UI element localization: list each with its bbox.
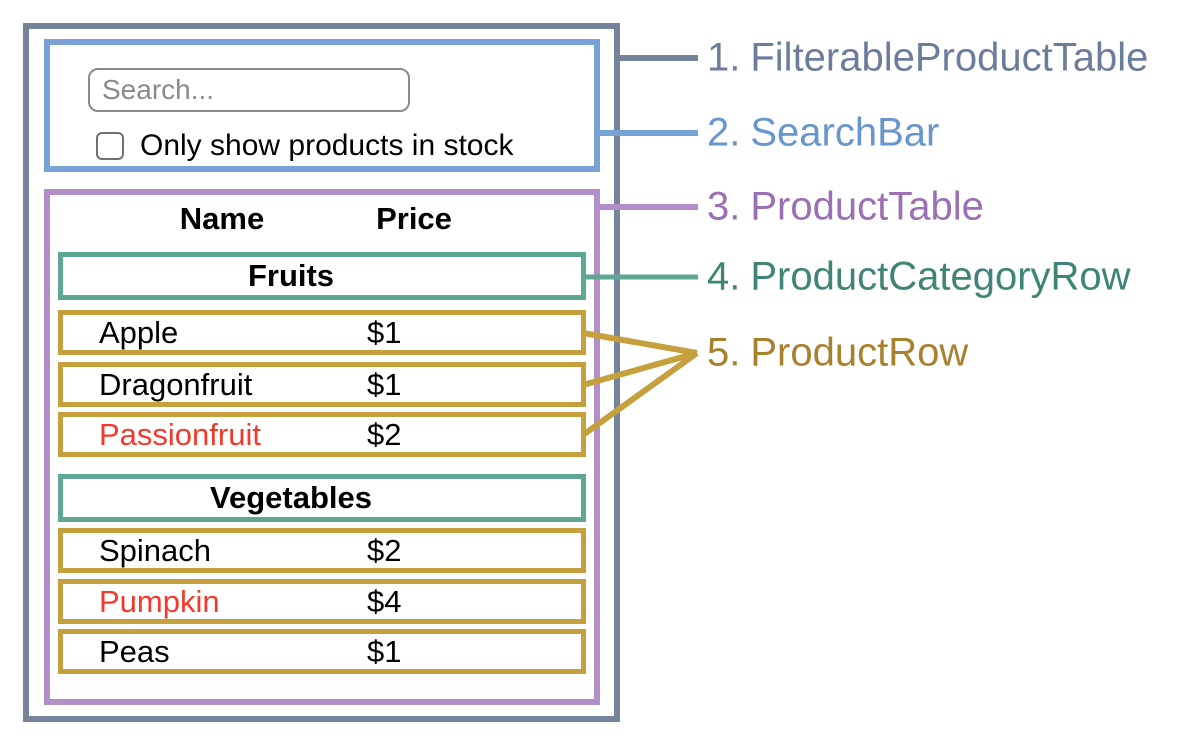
legend-label: ProductTable	[750, 184, 984, 229]
product-price: $1	[367, 314, 402, 350]
column-header-name: Name	[179, 201, 265, 236]
legend-label: FilterableProductTable	[750, 35, 1149, 80]
category-row-fruits: Fruits	[58, 252, 586, 300]
legend-label: ProductCategoryRow	[750, 254, 1131, 299]
legend-product-category-row: 4.ProductCategoryRow	[707, 255, 1131, 300]
legend-number: 4.	[707, 254, 741, 299]
legend-product-row: 5.ProductRow	[707, 331, 968, 376]
legend-label: ProductRow	[750, 330, 969, 375]
product-name: Peas	[99, 633, 170, 669]
column-header-price: Price	[376, 201, 452, 236]
product-name: Pumpkin	[99, 583, 220, 619]
search-bar-box	[44, 39, 600, 172]
product-name: Dragonfruit	[99, 366, 253, 402]
category-label: Vegetables	[210, 480, 372, 515]
legend-number: 1.	[707, 35, 741, 80]
legend-filterable-product-table: 1.FilterableProductTable	[707, 36, 1148, 81]
legend-number: 3.	[707, 184, 741, 229]
product-row-pumpkin: Pumpkin $4	[58, 579, 586, 624]
product-row-spinach: Spinach $2	[58, 528, 586, 573]
product-name: Passionfruit	[99, 416, 261, 452]
product-price: $2	[367, 416, 402, 452]
product-price: $1	[367, 633, 402, 669]
legend-number: 5.	[707, 330, 741, 375]
product-price: $1	[367, 366, 402, 402]
category-label: Fruits	[247, 258, 335, 293]
in-stock-checkbox[interactable]	[96, 132, 124, 160]
product-price: $4	[367, 583, 402, 619]
product-row-peas: Peas $1	[58, 629, 586, 674]
legend-number: 2.	[707, 110, 741, 155]
product-row-apple: Apple $1	[58, 310, 586, 355]
product-name: Apple	[99, 314, 179, 350]
product-price: $2	[367, 532, 402, 568]
search-input[interactable]	[88, 68, 410, 112]
legend-label: SearchBar	[750, 110, 940, 155]
product-row-dragonfruit: Dragonfruit $1	[58, 362, 586, 407]
in-stock-checkbox-label: Only show products in stock	[140, 129, 514, 162]
legend-product-table: 3.ProductTable	[707, 185, 984, 230]
product-row-passionfruit: Passionfruit $2	[58, 412, 586, 457]
legend-search-bar: 2.SearchBar	[707, 111, 939, 156]
product-name: Spinach	[99, 532, 212, 568]
in-stock-checkbox-row: Only show products in stock	[96, 131, 514, 161]
product-table-box	[44, 189, 600, 705]
category-row-vegetables: Vegetables	[58, 474, 586, 522]
